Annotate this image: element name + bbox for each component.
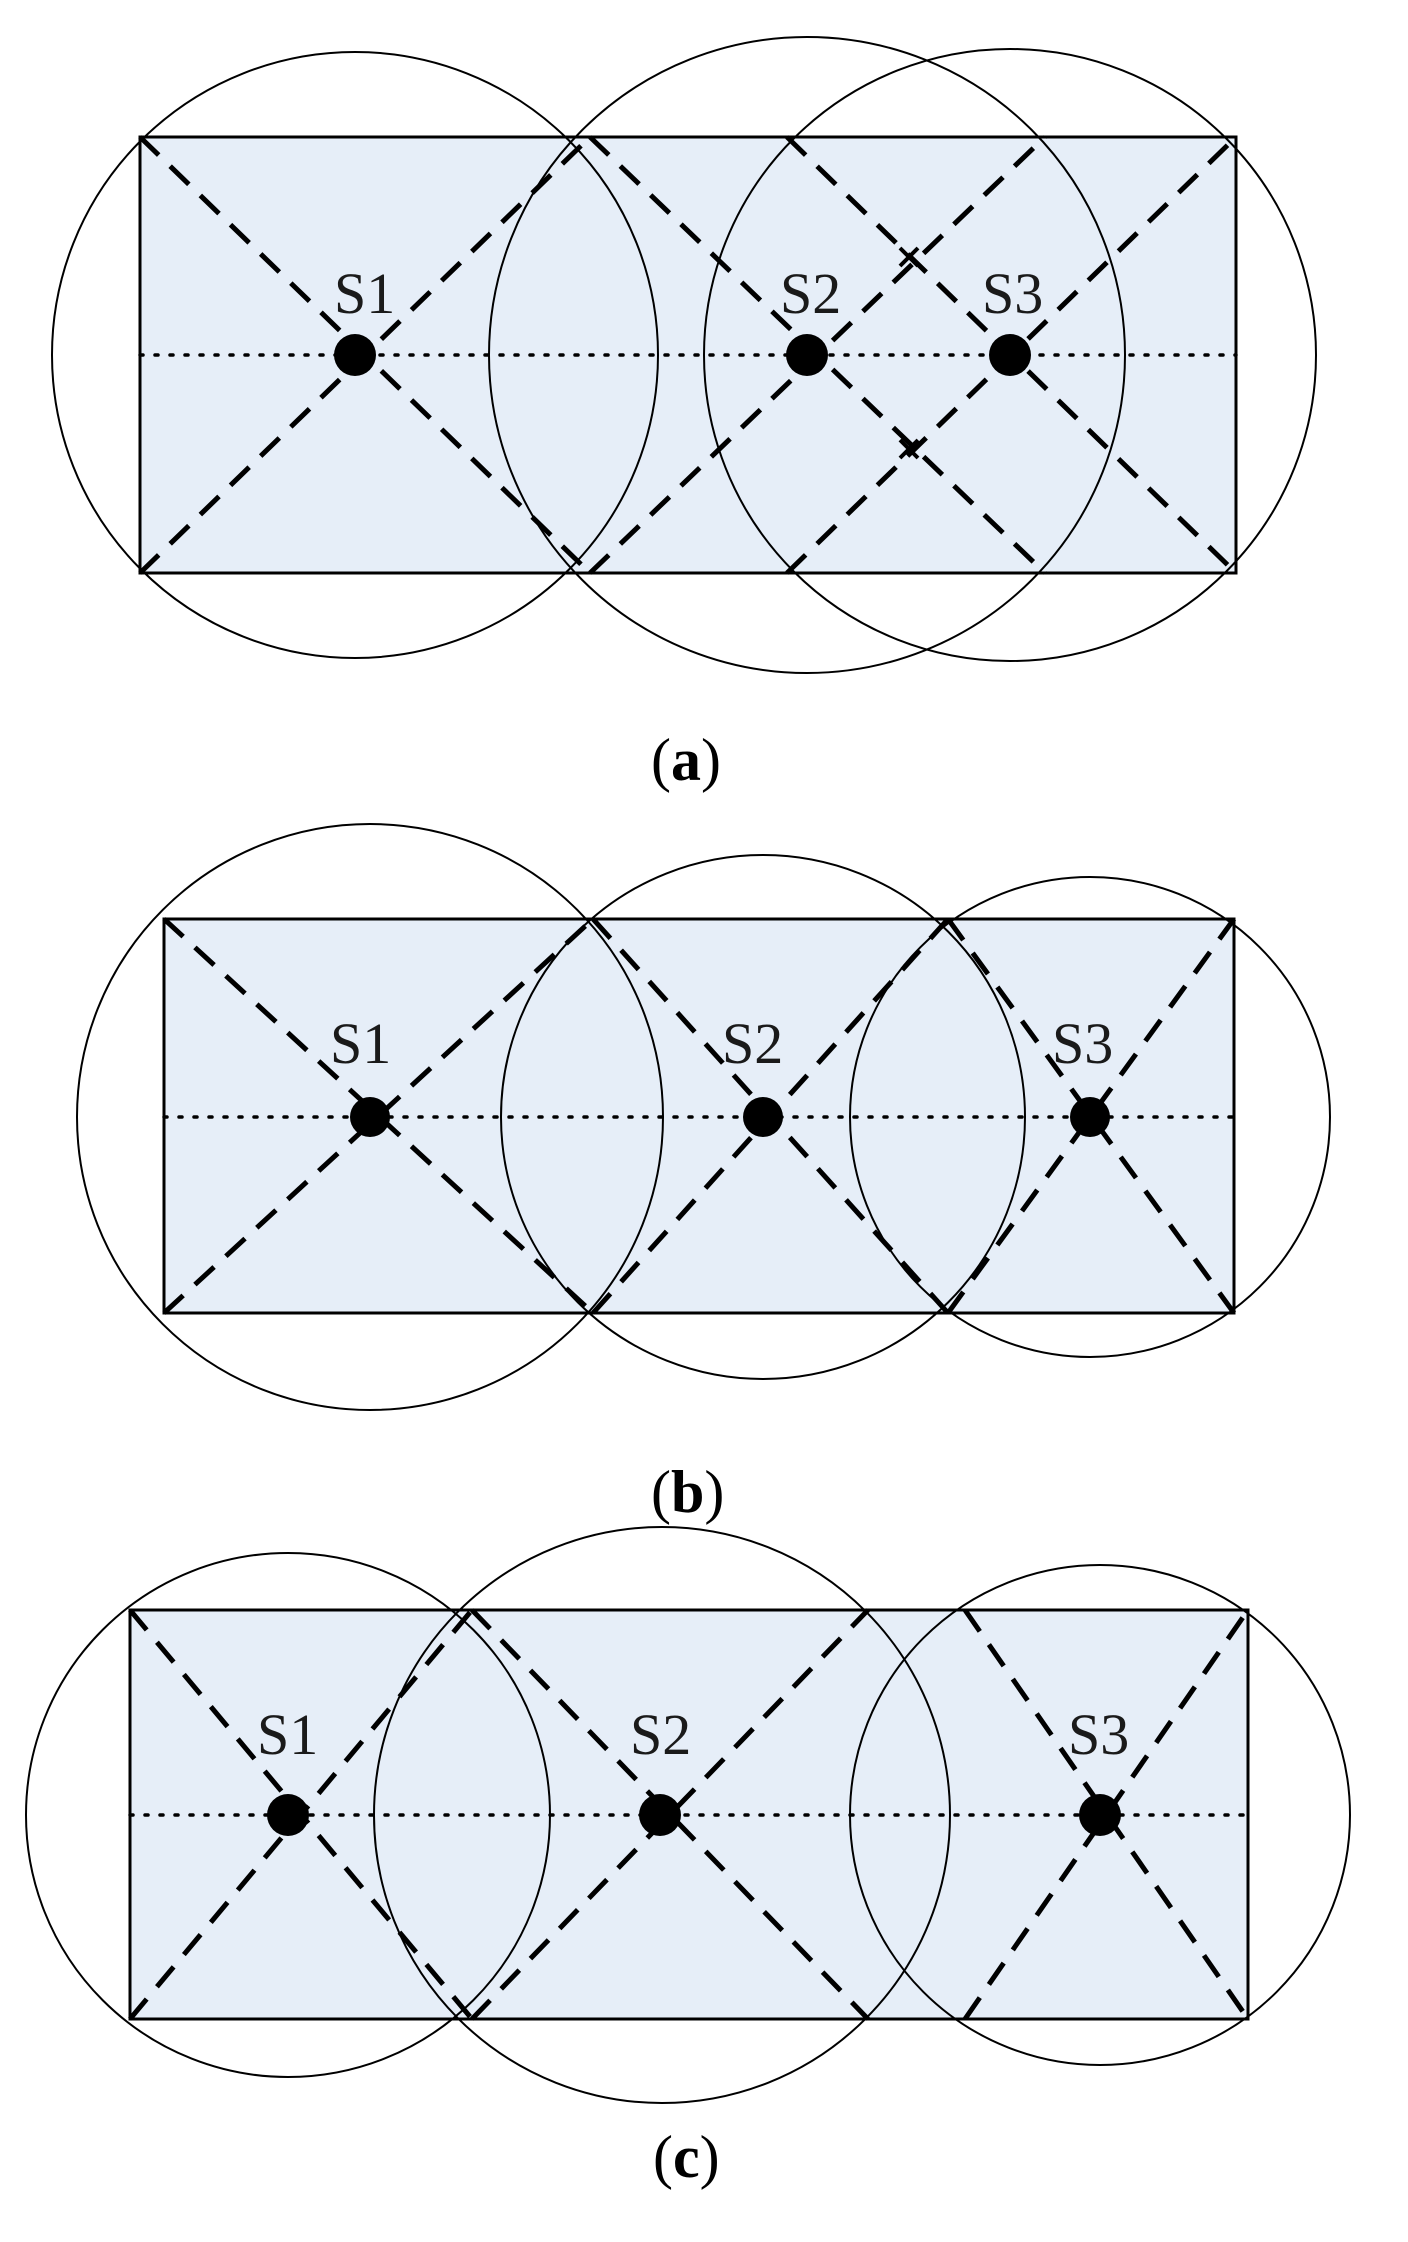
panel-c-sensor-label-s3: S3 [1068,1702,1129,1767]
panel-c-coverage-circle-s3 [849,1564,1351,2066]
panel-b-coverage-circle-s3 [849,876,1331,1358]
panel-b-caption-close: ) [704,1459,725,1525]
panel-c-sensor-s2 [639,1794,681,1836]
panel-c-caption: (c) [653,2127,720,2187]
panel-a-sensor-label-s3: S3 [982,261,1043,326]
panel-b-coverage-circle-s1 [76,823,664,1411]
panel-a-coverage-circle-s3 [703,48,1317,662]
panel-b-sensor-s3 [1070,1097,1110,1137]
panel-c-coverage-circle-s2 [373,1526,951,2104]
panel-a-caption-open: ( [651,727,671,793]
panel-b-diagonal [162,917,595,1315]
panel-a-sensor-s2 [786,334,828,376]
panel-c-caption-close: ) [699,2124,720,2190]
panel-b: S1 S2 S3 [76,823,1331,1411]
panel-b-caption-letter: b [670,1459,705,1525]
panel-b-sensor-label-s1: S1 [330,1011,391,1076]
panel-c-sensor-s3 [1079,1794,1121,1836]
panel-a-sensor-s3 [989,334,1031,376]
panel-a-sensor-label-s2: S2 [780,261,841,326]
panel-a-caption-close: ) [700,727,721,793]
panel-a-cross-mark [898,246,920,268]
panel-c-sensor-label-s2: S2 [630,1702,691,1767]
panel-b-coverage-circle-s2 [500,854,1026,1380]
panel-b-region [162,917,1236,1315]
panel-b-caption-open: ( [651,1459,671,1525]
panel-a-cross-mark [898,438,920,460]
panel-c-diagonal [470,1608,870,2021]
panel-b-sensor-label-s2: S2 [722,1011,783,1076]
panel-b-sensor-label-s3: S3 [1052,1011,1113,1076]
panel-c: S1 S2 S3 [25,1526,1351,2104]
panel-a-coverage-circle-s1 [51,51,659,659]
panel-a-sensor-s1 [334,334,376,376]
panel-b-sensor-s1 [350,1097,390,1137]
panel-c-caption-open: ( [653,2124,673,2190]
panel-c-diagonal [470,1608,870,2021]
panel-b-sensor-s2 [743,1097,783,1137]
panel-b-diagonal [162,917,595,1315]
panel-c-caption-letter: c [672,2124,700,2190]
panel-a: S1 S2 S3 [51,36,1317,674]
panel-a-caption: (a) [651,730,721,790]
panel-a-caption-letter: a [670,727,701,793]
panel-c-sensor-s1 [267,1794,309,1836]
panel-a-coverage-circle-s2 [488,36,1126,674]
panel-c-sensor-label-s1: S1 [257,1702,318,1767]
panel-b-caption: (b) [651,1462,724,1522]
panel-c-coverage-circle-s1 [25,1552,551,2078]
panel-a-sensor-label-s1: S1 [334,261,395,326]
